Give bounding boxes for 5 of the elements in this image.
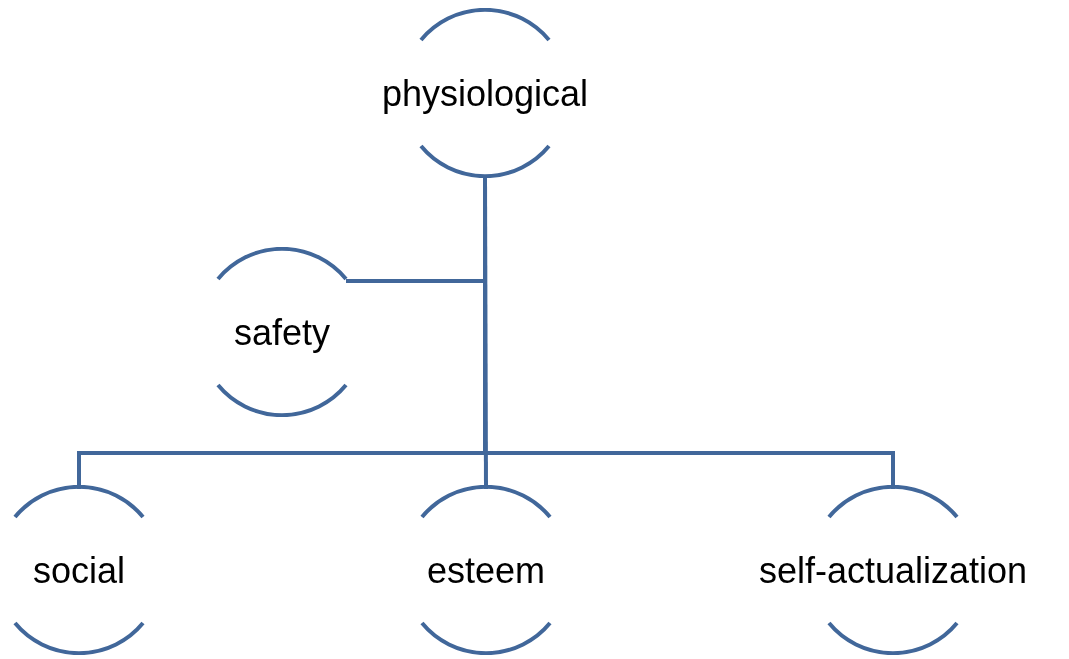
node-label: self-actualization: [758, 548, 1028, 593]
node-label: safety: [233, 310, 330, 355]
node-label: social: [32, 548, 125, 593]
node-label: physiological: [381, 71, 589, 116]
node-label: esteem: [426, 548, 546, 593]
